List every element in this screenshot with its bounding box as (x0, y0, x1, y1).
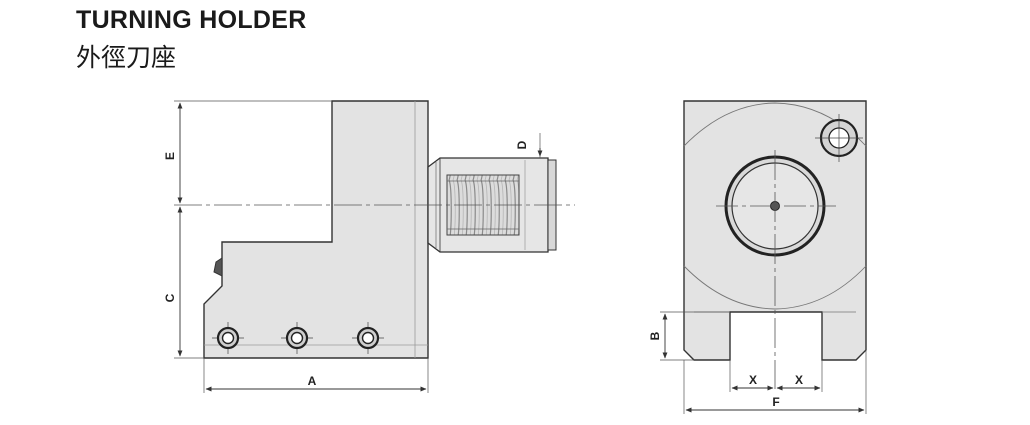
bolt-hole-1 (212, 322, 244, 354)
corner-bolt (815, 114, 863, 162)
dim-label-d: D (515, 140, 529, 149)
dim-label-c: C (163, 293, 177, 302)
side-knob (213, 257, 223, 277)
dim-label-x-left: X (749, 373, 757, 387)
dim-label-e: E (163, 152, 177, 160)
bolt-hole-2 (281, 322, 313, 354)
title-english: TURNING HOLDER (76, 6, 307, 34)
title-chinese: 外徑刀座 (76, 43, 177, 72)
dim-label-b: B (648, 331, 662, 340)
bolt-hole-3 (352, 322, 384, 354)
front-view: B X X F (648, 100, 867, 414)
side-view: E C A D (163, 100, 575, 393)
dim-label-a: A (308, 374, 317, 388)
holder-body-side (203, 100, 429, 359)
dim-label-x-right: X (795, 373, 803, 387)
dim-label-f: F (772, 395, 779, 409)
